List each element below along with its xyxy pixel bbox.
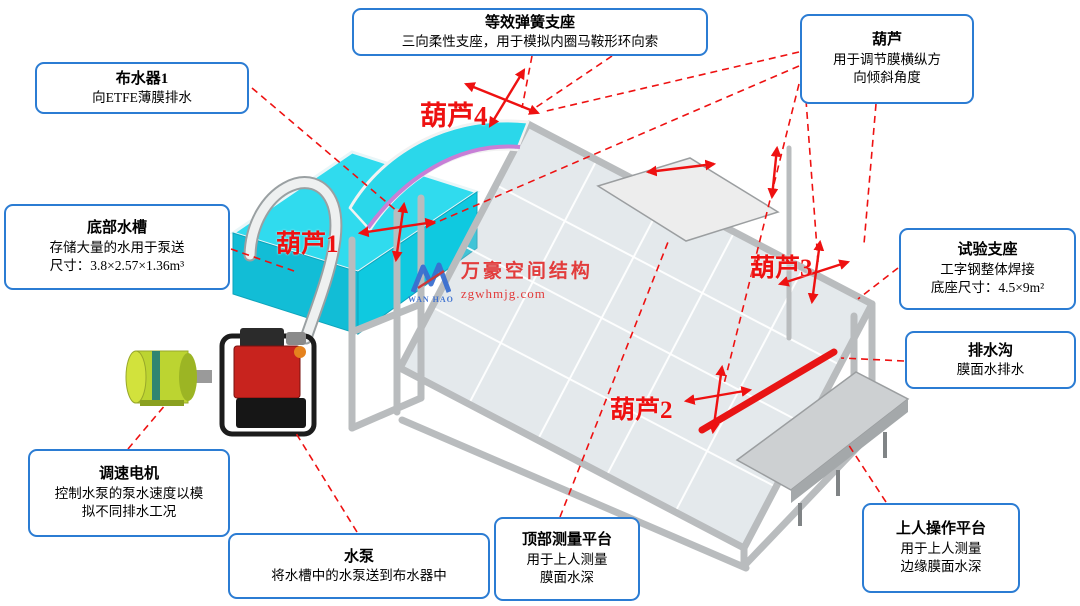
watermark-company: 万豪空间结构	[460, 261, 593, 282]
callout-water-pump: 水泵 将水槽中的水泵送到布水器中	[228, 533, 490, 599]
callout-text: 三向柔性支座，用于模拟内圈马鞍形环向索	[401, 33, 659, 49]
callout-operation-platform: 上人操作平台 用于上人测量 边缘膜面水深	[862, 503, 1020, 593]
callout-title: 布水器1	[115, 70, 169, 87]
direction-arrows	[357, 68, 851, 435]
diagram-label-hoist2: 葫芦2	[610, 397, 673, 424]
callout-title: 葫芦	[871, 32, 902, 49]
callout-text: 尺寸：3.8×2.57×1.36m³	[49, 258, 185, 274]
callout-text: 膜面水深	[540, 570, 594, 586]
callout-distributor: 布水器1 向ETFE薄膜排水	[35, 62, 249, 114]
callout-leader-lines	[127, 51, 905, 533]
callout-text: 边缘膜面水深	[900, 559, 982, 575]
callout-speed-motor: 调速电机 控制水泵的泵水速度以模 拟不同排水工况	[28, 449, 230, 537]
watermark-logo: WAN HAO	[408, 262, 454, 304]
callout-text: 底座尺寸：4.5×9m²	[930, 280, 1045, 296]
callout-text: 用于调节膜横纵方	[833, 51, 941, 67]
callout-text: 用于上人测量	[526, 551, 608, 567]
callout-top-platform: 顶部测量平台 用于上人测量 膜面水深	[494, 517, 640, 601]
callout-title: 顶部测量平台	[521, 532, 612, 549]
callout-text: 工字钢整体焊接	[940, 261, 1035, 277]
callout-spring-support: 等效弹簧支座 三向柔性支座，用于模拟内圈马鞍形环向索	[352, 8, 708, 56]
callout-title: 水泵	[343, 548, 374, 565]
watermark-logo-caption: WAN HAO	[408, 295, 454, 304]
callout-test-support: 试验支座 工字钢整体焊接 底座尺寸：4.5×9m²	[899, 228, 1076, 310]
callout-title: 上人操作平台	[895, 521, 986, 538]
saddle-hoop-cable	[366, 144, 521, 230]
callout-title: 等效弹簧支座	[484, 14, 575, 31]
wanhao-logo-icon	[410, 262, 451, 293]
callout-drain-ditch: 排水沟 膜面水排水	[905, 331, 1076, 389]
callout-text: 向ETFE薄膜排水	[92, 89, 192, 105]
watermark: WAN HAO 万豪空间结构 zgwhmjg.com	[408, 261, 593, 304]
callout-title: 底部水槽	[86, 220, 147, 237]
callout-title: 试验支座	[957, 242, 1018, 259]
callout-text: 将水槽中的水泵送到布水器中	[271, 567, 447, 583]
supply-pipe	[243, 176, 343, 345]
callout-text: 控制水泵的泵水速度以模	[54, 485, 204, 501]
watermark-website: zgwhmjg.com	[460, 285, 546, 301]
diagram-label-hoist4: 葫芦4	[420, 101, 488, 131]
callout-text: 用于上人测量	[900, 540, 982, 556]
diagram-label-hoist1: 葫芦1	[276, 231, 339, 258]
callout-title: 排水沟	[967, 342, 1013, 359]
callout-title: 调速电机	[98, 466, 159, 483]
callout-text: 存储大量的水用于泵送	[49, 239, 185, 255]
diagram-label-hoist3: 葫芦3	[750, 255, 813, 282]
callout-text: 向倾斜角度	[853, 70, 921, 86]
callout-hoist: 葫芦 用于调节膜横纵方 向倾斜角度	[800, 14, 974, 104]
operation-platform-deck	[735, 371, 910, 526]
callout-text: 膜面水排水	[956, 361, 1025, 377]
callout-text: 拟不同排水工况	[81, 504, 177, 520]
callout-bottom-tank: 底部水槽 存储大量的水用于泵送 尺寸：3.8×2.57×1.36m³	[4, 204, 230, 290]
speed-motor	[125, 350, 212, 406]
diesel-pump-engine	[219, 328, 317, 437]
